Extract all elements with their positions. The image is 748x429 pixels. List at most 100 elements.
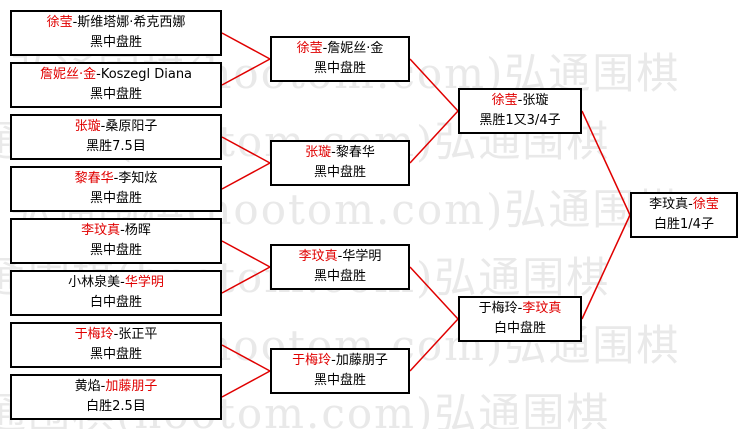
player-1-name: 李玟真 xyxy=(298,249,338,264)
match-players: 徐莹-张璇 xyxy=(460,91,580,111)
player-1-name: 小林泉美 xyxy=(68,275,121,290)
connector-line xyxy=(221,344,271,372)
match-box-r1-4: 黎春华-李知炫黑中盘胜 xyxy=(10,166,222,212)
match-result: 黑胜7.5目 xyxy=(86,139,146,154)
vs-dash: - xyxy=(113,171,119,186)
player-2-name: 徐莹 xyxy=(692,197,719,212)
player-2-name: 加藤朋子 xyxy=(335,353,388,368)
match-result: 黑中盘胜 xyxy=(313,61,366,76)
match-players: 李玟真-华学明 xyxy=(272,247,408,267)
vs-dash: - xyxy=(72,15,78,30)
match-box-r1-3: 张璇-桑原阳子黑胜7.5目 xyxy=(10,114,222,160)
match-players: 徐莹-詹妮丝·金 xyxy=(272,39,408,59)
player-2-name: 加藤朋子 xyxy=(105,379,158,394)
match-result: 黑中盘胜 xyxy=(313,373,366,388)
player-1-name: 于梅玲 xyxy=(478,301,518,316)
match-result: 黑胜1又3/4子 xyxy=(479,113,561,128)
vs-dash: - xyxy=(100,379,106,394)
connector-line xyxy=(409,318,459,372)
connector-line xyxy=(409,266,459,320)
connector-line xyxy=(221,370,271,398)
vs-dash: - xyxy=(337,249,343,264)
match-result: 黑中盘胜 xyxy=(313,269,366,284)
player-1-name: 于梅玲 xyxy=(74,327,114,342)
connector-line xyxy=(221,32,271,60)
match-players: 小林泉美-华学明 xyxy=(12,273,220,293)
match-box-r2-3: 李玟真-华学明黑中盘胜 xyxy=(270,244,410,290)
match-result: 白胜1/4子 xyxy=(654,217,714,232)
match-result: 黑中盘胜 xyxy=(89,87,142,102)
match-players: 黄焰-加藤朋子 xyxy=(12,377,220,397)
connector-line xyxy=(221,266,271,294)
match-box-r1-5: 李玟真-杨晖黑中盘胜 xyxy=(10,218,222,264)
player-2-name: 桑原阳子 xyxy=(105,119,158,134)
match-box-r1-1: 徐莹-斯维塔娜·希克西娜黑中盘胜 xyxy=(10,10,222,56)
match-result: 白中盘胜 xyxy=(89,295,142,310)
match-box-r1-6: 小林泉美-华学明白中盘胜 xyxy=(10,270,222,316)
match-players: 李玟真-杨晖 xyxy=(12,221,220,241)
connector-line xyxy=(409,110,459,164)
player-2-name: 华学明 xyxy=(124,275,164,290)
vs-dash: - xyxy=(113,327,119,342)
match-box-r2-4: 于梅玲-加藤朋子黑中盘胜 xyxy=(270,348,410,394)
vs-dash: - xyxy=(517,301,523,316)
match-players: 黎春华-李知炫 xyxy=(12,169,220,189)
player-1-name: 李玟真 xyxy=(81,223,121,238)
match-box-r1-2: 詹妮丝·金-Koszegl Diana 黑中盘胜 xyxy=(10,62,222,108)
match-result: 黑中盘胜 xyxy=(89,35,142,50)
match-result: 白中盘胜 xyxy=(493,321,546,336)
connector-line xyxy=(221,58,271,86)
vs-dash: - xyxy=(120,275,125,290)
match-result: 黑中盘胜 xyxy=(89,191,142,206)
match-players: 詹妮丝·金-Koszegl Diana xyxy=(12,65,220,85)
connector-line xyxy=(581,214,631,320)
player-2-name: 张正平 xyxy=(118,327,158,342)
vs-dash: - xyxy=(331,145,336,160)
player-2-name: Koszegl Diana xyxy=(100,67,193,82)
connector-line xyxy=(581,110,631,216)
match-box-r2-2: 张璇-黎春华黑中盘胜 xyxy=(270,140,410,186)
player-2-name: 杨晖 xyxy=(124,223,151,238)
player-1-name: 徐莹 xyxy=(46,15,73,30)
match-result: 黑中盘胜 xyxy=(313,165,366,180)
match-players: 李玟真-徐莹 xyxy=(632,195,736,215)
connector-line xyxy=(221,240,271,268)
player-2-name: 李玟真 xyxy=(522,301,562,316)
match-players: 于梅玲-李玟真 xyxy=(460,299,580,319)
match-box-r2-1: 徐莹-詹妮丝·金黑中盘胜 xyxy=(270,36,410,82)
vs-dash: - xyxy=(517,93,523,108)
match-players: 徐莹-斯维塔娜·希克西娜 xyxy=(12,13,220,33)
vs-dash: - xyxy=(120,223,125,238)
player-1-name: 徐莹 xyxy=(491,93,518,108)
connector-line xyxy=(409,58,459,112)
vs-dash: - xyxy=(100,119,106,134)
match-result: 黑中盘胜 xyxy=(89,347,142,362)
vs-dash: - xyxy=(96,67,101,82)
player-1-name: 李玟真 xyxy=(649,197,689,212)
player-1-name: 于梅玲 xyxy=(292,353,332,368)
vs-dash: - xyxy=(688,197,693,212)
player-1-name: 张璇 xyxy=(74,119,101,134)
match-players: 于梅玲-张正平 xyxy=(12,325,220,345)
player-1-name: 张璇 xyxy=(305,145,332,160)
match-box-r1-8: 黄焰-加藤朋子白胜2.5目 xyxy=(10,374,222,420)
player-2-name: 华学明 xyxy=(342,249,382,264)
connector-line xyxy=(221,162,271,190)
match-players: 于梅玲-加藤朋子 xyxy=(272,351,408,371)
match-result: 白胜2.5目 xyxy=(86,399,146,414)
vs-dash: - xyxy=(322,41,328,56)
player-2-name: 詹妮丝·金 xyxy=(327,41,384,56)
player-1-name: 詹妮丝·金 xyxy=(39,67,97,82)
match-box-r1-7: 于梅玲-张正平黑中盘胜 xyxy=(10,322,222,368)
match-box-r3-1: 徐莹-张璇黑胜1又3/4子 xyxy=(458,88,582,134)
player-2-name: 黎春华 xyxy=(335,145,375,160)
match-players: 张璇-桑原阳子 xyxy=(12,117,220,137)
match-box-r3-2: 于梅玲-李玟真白中盘胜 xyxy=(458,296,582,342)
player-1-name: 黎春华 xyxy=(74,171,114,186)
match-players: 张璇-黎春华 xyxy=(272,143,408,163)
player-2-name: 斯维塔娜·希克西娜 xyxy=(77,15,186,30)
player-2-name: 李知炫 xyxy=(118,171,158,186)
connector-line xyxy=(221,136,271,164)
